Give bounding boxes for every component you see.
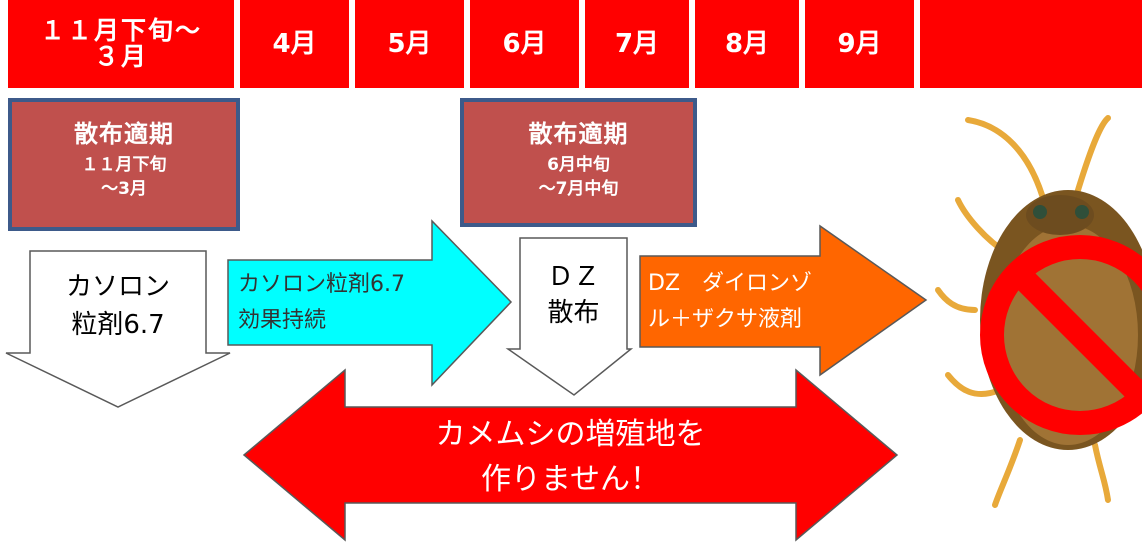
- month-cell-jun: 6月: [470, 0, 579, 88]
- month-cell-may: 5月: [355, 0, 464, 88]
- no-stinkbug-icon: [935, 115, 1142, 508]
- period-title: 散布適期: [74, 120, 174, 148]
- month-label: 6月: [502, 29, 547, 59]
- spray-period-winter: 散布適期 １１月下旬 ～3月: [8, 98, 240, 231]
- month-cell-aug: 8月: [695, 0, 799, 88]
- month-cell-apr: 4月: [240, 0, 349, 88]
- dz-daiiron-arrow: [639, 224, 928, 377]
- month-cell-jul: 7月: [585, 0, 689, 88]
- month-label: 7月: [614, 29, 660, 59]
- month-label: 8月: [724, 29, 770, 59]
- dz-apply-arrow: [505, 237, 634, 396]
- karuron-apply-label: カソロン 粒剤6.7: [65, 272, 170, 340]
- month-label: 5月: [387, 29, 432, 59]
- message-label: カメムシの増殖地を 作りません！: [435, 417, 706, 497]
- month-cell-blank: [920, 0, 1142, 88]
- month-cell-nov-mar: １１月下旬～ ３月: [8, 0, 234, 88]
- month-cell-sep: 9月: [805, 0, 914, 88]
- month-label: １１月下旬～ ３月: [39, 16, 202, 71]
- period-range: １１月下旬 ～3月: [81, 155, 167, 199]
- dz-apply-label: ＤＺ 散布: [547, 262, 600, 328]
- dz-daiiron-label: DZ ダイロンゾ ル＋ザクサ液剤: [648, 271, 813, 332]
- month-label: 9月: [837, 29, 882, 59]
- period-range: 6月中旬 ～7月中旬: [538, 155, 619, 199]
- period-title: 散布適期: [528, 120, 629, 148]
- karuron-effect-arrow: [227, 219, 513, 387]
- message-double-arrow: [242, 368, 899, 542]
- karuron-apply-arrow: [5, 250, 231, 408]
- spray-period-summer: 散布適期 6月中旬 ～7月中旬: [460, 98, 697, 227]
- month-label: 4月: [272, 29, 317, 59]
- karuron-effect-label: カソロン粒剤6.7 効果持続: [238, 272, 405, 333]
